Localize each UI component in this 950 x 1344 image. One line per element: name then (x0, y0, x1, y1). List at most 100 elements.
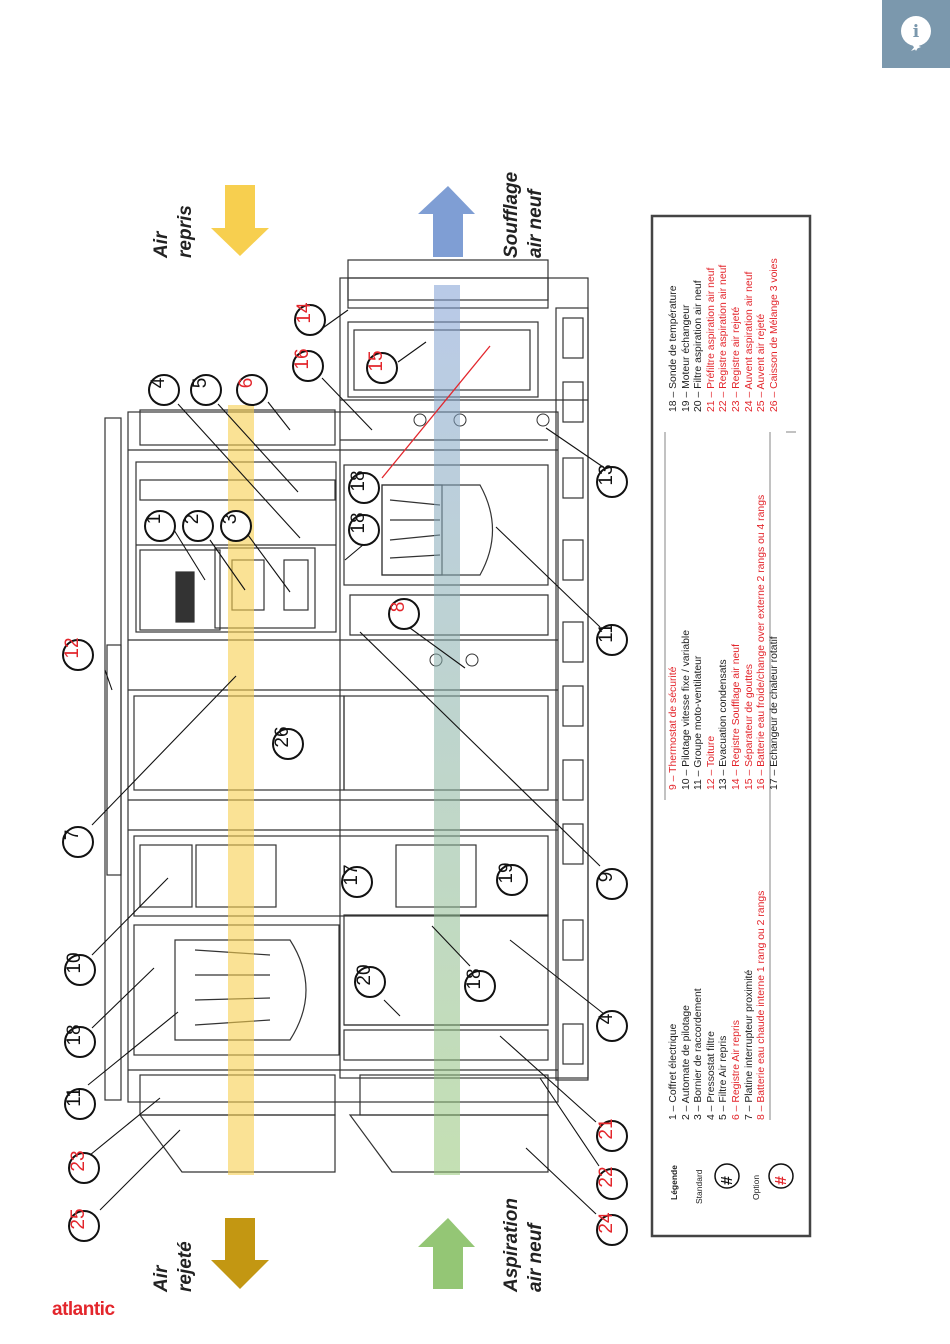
callout-number: 13 (596, 464, 617, 485)
callout-number: 21 (596, 1118, 617, 1139)
callout-7: 7 (62, 826, 94, 858)
legend-title: Légende (669, 1165, 679, 1200)
callout-18: 18 (348, 512, 380, 546)
legend-item: 24 – Auvent aspiration air neuf (743, 271, 755, 412)
leader-lines (87, 309, 607, 1215)
legend-item: 12 – Toiture (705, 735, 717, 790)
legend-item: 1 – Coffret électrique (668, 1023, 679, 1120)
arrow-air-rejete (211, 1218, 269, 1289)
legend-item: 15 – Séparateur de gouttes (743, 664, 755, 790)
callout-number: 3 (220, 514, 241, 525)
legend-option-symbol (768, 1163, 794, 1189)
legend-standard-label: Standard (694, 1169, 704, 1205)
callout-13: 13 (596, 464, 628, 498)
legend-item: 23 – Registre air rejeté (730, 306, 742, 412)
legend-item: 17 – Echangeur de chaleur rotatif (768, 636, 780, 790)
callout-23: 23 (68, 1150, 100, 1184)
callout-24: 24 (596, 1212, 628, 1246)
legend-standard-hash: # (719, 1176, 736, 1185)
legend-item: 5 – Filtre Air repris (718, 1035, 730, 1120)
callout-number: 12 (62, 637, 83, 658)
callout-number: 1 (144, 514, 165, 525)
callout-number: 11 (596, 623, 617, 643)
legend-standard-symbol (714, 1163, 740, 1189)
callout-8: 8 (388, 598, 420, 630)
callout-number: 18 (464, 968, 485, 989)
arrow-air-repris (211, 185, 269, 256)
legend-item: 3 – Bornier de raccordement (693, 988, 705, 1120)
callout-number: 4 (148, 377, 169, 388)
legend-item: 11 – Groupe moto-ventilateur (693, 655, 705, 790)
brand-logo: atlantic (52, 1299, 115, 1320)
callout-number: 23 (68, 1150, 89, 1171)
callout-16: 16 (292, 348, 324, 382)
callout-20: 20 (354, 964, 386, 998)
callout-number: 17 (341, 864, 362, 885)
info-tab[interactable]: i (882, 0, 950, 68)
callout-25: 25 (68, 1208, 100, 1242)
legend-item: 18 – Sonde de température (668, 285, 679, 412)
callout-26: 26 (272, 726, 304, 760)
legend-option-label: Option (751, 1174, 761, 1200)
legend-item: 26 – Caisson de Mélange 3 voies (768, 258, 780, 412)
legend-item: 16 – Batterie eau froide/change over ext… (756, 494, 768, 790)
callout-2: 2 (182, 510, 214, 542)
legend-item: 14 – Registre Soufflage air neuf (730, 644, 742, 790)
callout-11: 11 (596, 623, 628, 656)
callout-number: 11 (64, 1087, 85, 1107)
callout-6: 6 (236, 374, 268, 406)
callout-number: 4 (596, 1013, 617, 1024)
callout-21: 21 (596, 1118, 628, 1152)
legend-item: 2 – Automate de pilotage (680, 1005, 692, 1120)
legend-item: 21 – Préfiltre aspiration air neuf (705, 267, 717, 412)
legend-item: 20 – Filtre aspiration air neuf (693, 280, 705, 412)
callout-number: 7 (62, 830, 83, 841)
callout-18: 18 (464, 968, 496, 1002)
info-icon[interactable]: i (882, 0, 950, 68)
svg-text:i: i (913, 22, 920, 42)
callout-number: 18 (64, 1024, 85, 1045)
callout-15: 15 (366, 350, 398, 384)
callout-11: 11 (64, 1087, 96, 1120)
callout-number: 16 (292, 348, 313, 369)
callout-number: 14 (294, 302, 315, 324)
callout-5: 5 (190, 374, 222, 406)
callout-18: 18 (64, 1024, 96, 1058)
callout-number: 19 (496, 862, 517, 883)
legend-item: 4 – Pressostat filtre (705, 1031, 717, 1120)
leader-line-red (381, 345, 491, 479)
callout-number: 25 (68, 1208, 89, 1229)
callout-14: 14 (294, 302, 326, 336)
legend-item: 19 – Moteur échangeur (680, 304, 692, 412)
arrow-aspiration (418, 1218, 475, 1289)
legend-item: 25 – Auvent air rejeté (756, 313, 768, 412)
callout-12: 12 (62, 637, 94, 671)
callout-number: 22 (596, 1166, 617, 1187)
callout-number: 2 (182, 514, 203, 525)
callout-number: 8 (388, 602, 409, 613)
callout-4: 4 (148, 374, 180, 406)
arrow-soufflage (418, 186, 475, 257)
legend-item: 9 – Thermostat de sécurité (668, 666, 679, 790)
callout-number: 15 (366, 350, 387, 371)
callout-9: 9 (596, 868, 628, 900)
callout-number: 6 (236, 378, 257, 389)
legend-box (650, 214, 812, 1238)
callout-18: 18 (348, 470, 380, 504)
callout-number: 20 (354, 964, 375, 985)
legend-option-hash: # (773, 1176, 790, 1185)
callout-number: 24 (596, 1212, 617, 1234)
callout-number: 5 (190, 378, 211, 389)
callout-10: 10 (64, 952, 96, 986)
callout-17: 17 (341, 864, 373, 898)
legend-item: 7 – Platine interrupteur proximité (743, 969, 755, 1120)
legend-item: 22 – Registre aspiration air neuf (718, 264, 730, 412)
